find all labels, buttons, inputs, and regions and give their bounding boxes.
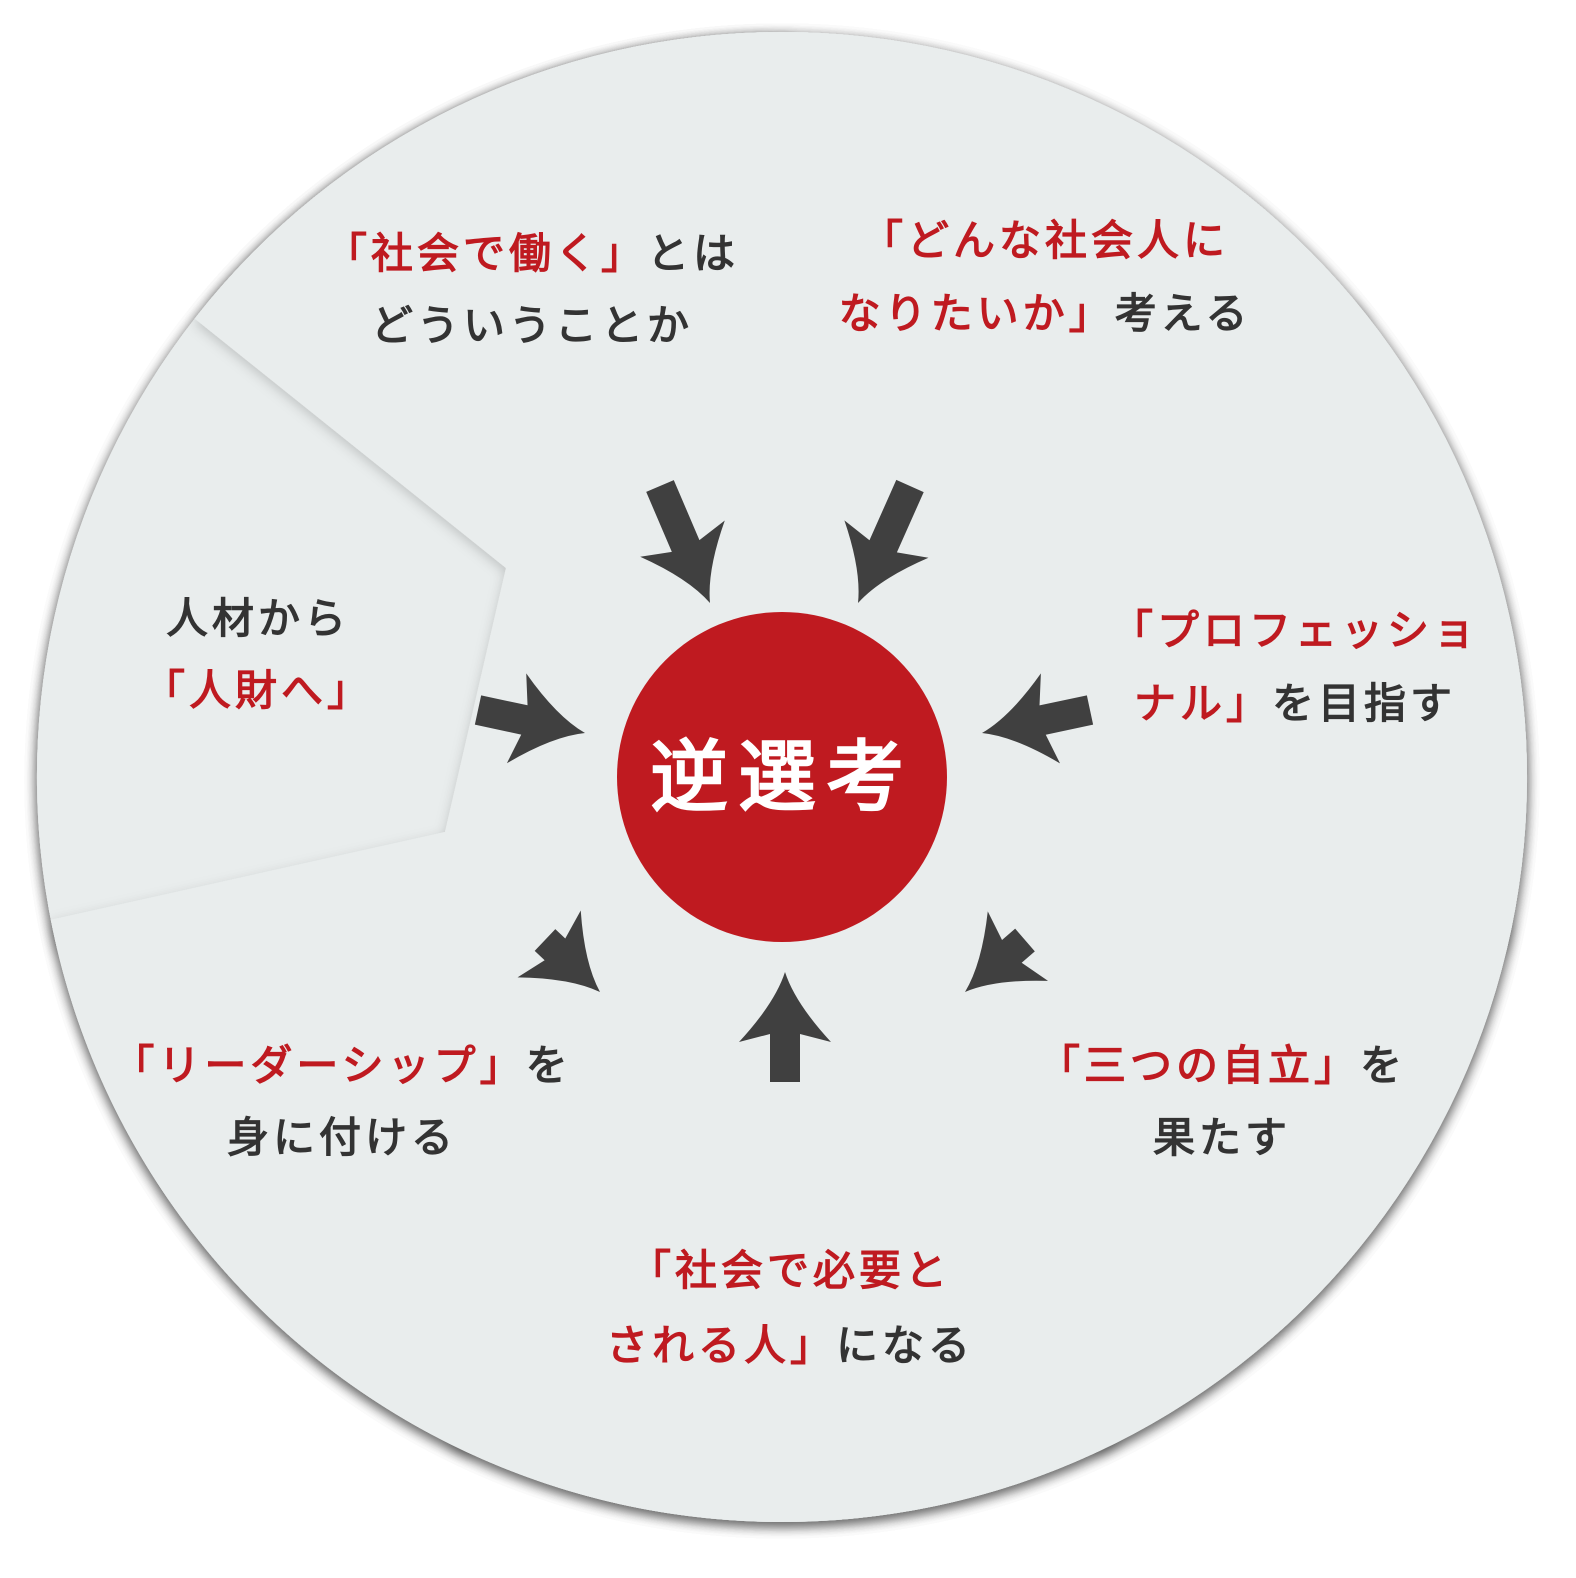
arrow-bottom-left xyxy=(517,910,600,992)
arrow-top-right xyxy=(844,479,929,603)
arrow-bottom-right xyxy=(965,911,1049,992)
emphasis-text: 「プロフェッショ xyxy=(1111,606,1479,655)
emphasis-text: 「リーダーシップ」 xyxy=(112,1041,525,1090)
segment-bottom-right-line-2: 果たす xyxy=(1153,1113,1291,1162)
body-text: 人材から xyxy=(166,594,350,643)
segment-right-line-2: ナル」を目指す xyxy=(1134,679,1456,728)
emphasis-text: 「社会で働く」 xyxy=(325,229,647,278)
body-text: 果たす xyxy=(1153,1113,1291,1162)
body-text: どういうことか xyxy=(371,301,693,350)
segment-left-line-2: 「人財へ」 xyxy=(143,666,373,715)
segment-top-left-line-2: どういうことか xyxy=(371,301,693,350)
segment-top-right-line-1: 「どんな社会人に xyxy=(861,216,1229,265)
segment-bottom-left-line-1: 「リーダーシップ」を xyxy=(112,1041,571,1090)
segment-bottom-line-2: される人」になる xyxy=(606,1321,974,1370)
emphasis-text: される人」 xyxy=(606,1321,836,1370)
emphasis-text: 「三つの自立」 xyxy=(1038,1041,1360,1090)
segment-labels: 「社会で働く」とはどういうことか「どんな社会人になりたいか」考える「プロフェッシ… xyxy=(112,216,1479,1370)
center-label: 逆選考 xyxy=(650,733,914,823)
emphasis-text: なりたいか」 xyxy=(839,289,1115,338)
segment-right-line-1: 「プロフェッショ xyxy=(1111,606,1479,655)
segment-bottom-line-1: 「社会で必要と xyxy=(629,1246,951,1295)
body-text: を目指す xyxy=(1272,679,1456,728)
arrows-group xyxy=(474,479,1094,1082)
body-text: を xyxy=(1360,1041,1406,1090)
emphasis-text: 「人財へ」 xyxy=(143,666,373,715)
arrow-left xyxy=(474,673,585,764)
emphasis-text: 「社会で必要と xyxy=(629,1246,951,1295)
segment-left-line-1: 人材から xyxy=(166,594,350,643)
center-circle-group: 逆選考 xyxy=(617,612,947,942)
segment-top-left-line-1: 「社会で働く」とは xyxy=(325,229,739,278)
body-text: 身に付ける xyxy=(227,1113,457,1162)
segment-bottom-left-line-2: 身に付ける xyxy=(227,1113,457,1162)
segment-bottom-right-line-1: 「三つの自立」を xyxy=(1038,1041,1406,1090)
arrow-right xyxy=(982,673,1094,764)
emphasis-text: ナル」 xyxy=(1134,679,1272,728)
body-text: を xyxy=(526,1041,572,1090)
center-circle xyxy=(617,612,947,942)
emphasis-text: 「どんな社会人に xyxy=(861,216,1229,265)
body-text: になる xyxy=(836,1321,974,1370)
body-text: とは xyxy=(647,229,739,278)
arrow-top-left xyxy=(640,480,725,603)
arrow-bottom xyxy=(739,972,831,1082)
segment-top-right-line-2: なりたいか」考える xyxy=(839,289,1252,338)
body-text: 考える xyxy=(1115,289,1252,338)
